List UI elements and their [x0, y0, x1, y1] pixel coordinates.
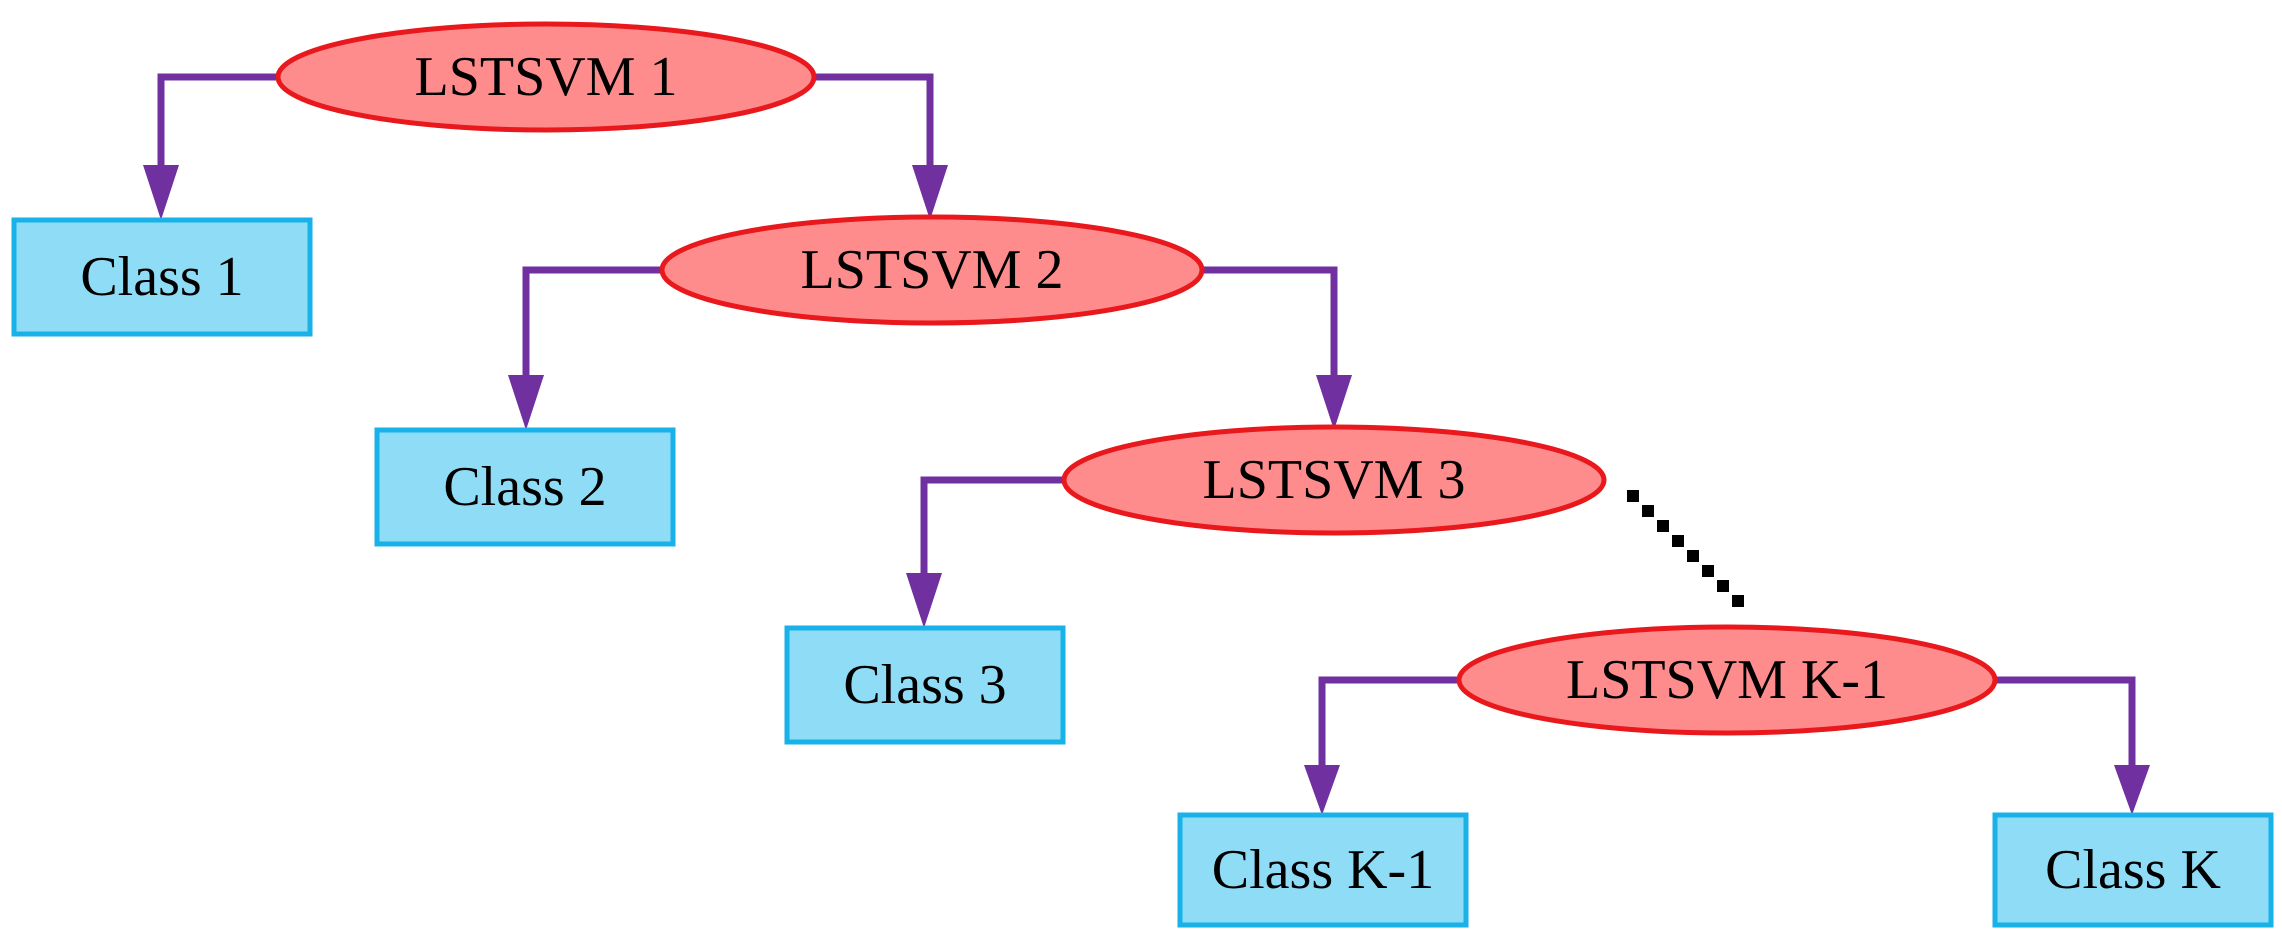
arrow-lstsvm3-to-class3 — [920, 476, 1064, 573]
node-class-k-minus-1-label: Class K-1 — [1212, 839, 1434, 901]
arrowhead-classk1 — [1304, 765, 1340, 815]
node-class-1-label: Class 1 — [80, 246, 243, 308]
arrow-lstsvmk1-to-classk — [1995, 676, 2136, 770]
node-lstsvm-3-label: LSTSVM 3 — [1203, 449, 1466, 511]
ellipsis-dots — [1627, 490, 1744, 607]
node-class-2-label: Class 2 — [443, 456, 606, 518]
arrow-lstsvm2-to-lstsvm3 — [1202, 266, 1338, 375]
node-lstsvm-3: LSTSVM 3 — [1061, 424, 1607, 536]
node-lstsvm-1-label: LSTSVM 1 — [415, 46, 678, 108]
arrow-lstsvmk1-to-classk1 — [1318, 676, 1458, 770]
node-lstsvm-k-minus-1-label: LSTSVM K-1 — [1566, 649, 1888, 711]
node-class-k: Class K — [1992, 812, 2274, 928]
arrowheads — [143, 165, 2150, 815]
connectors — [157, 73, 2136, 770]
arrow-lstsvm1-to-class1 — [157, 73, 278, 165]
arrow-lstsvm1-to-lstsvm2 — [814, 73, 934, 165]
node-class-3: Class 3 — [784, 625, 1066, 745]
node-class-k-minus-1: Class K-1 — [1177, 812, 1469, 928]
arrowhead-class3 — [906, 573, 942, 628]
node-class-2: Class 2 — [374, 427, 676, 547]
node-lstsvm-k-minus-1: LSTSVM K-1 — [1456, 624, 1998, 736]
arrow-lstsvm2-to-class2 — [522, 266, 662, 375]
arrowhead-class2 — [508, 375, 544, 430]
arrowhead-classk — [2114, 765, 2150, 815]
node-class-k-label: Class K — [2045, 839, 2221, 901]
node-class-3-label: Class 3 — [843, 654, 1006, 716]
arrowhead-lstsvm2 — [912, 165, 948, 220]
arrowhead-lstsvm3 — [1316, 375, 1352, 430]
arrowhead-class1 — [143, 165, 179, 220]
node-lstsvm-2: LSTSVM 2 — [659, 214, 1205, 326]
node-lstsvm-1: LSTSVM 1 — [275, 21, 817, 133]
node-class-1: Class 1 — [11, 217, 313, 337]
node-lstsvm-2-label: LSTSVM 2 — [801, 239, 1064, 301]
